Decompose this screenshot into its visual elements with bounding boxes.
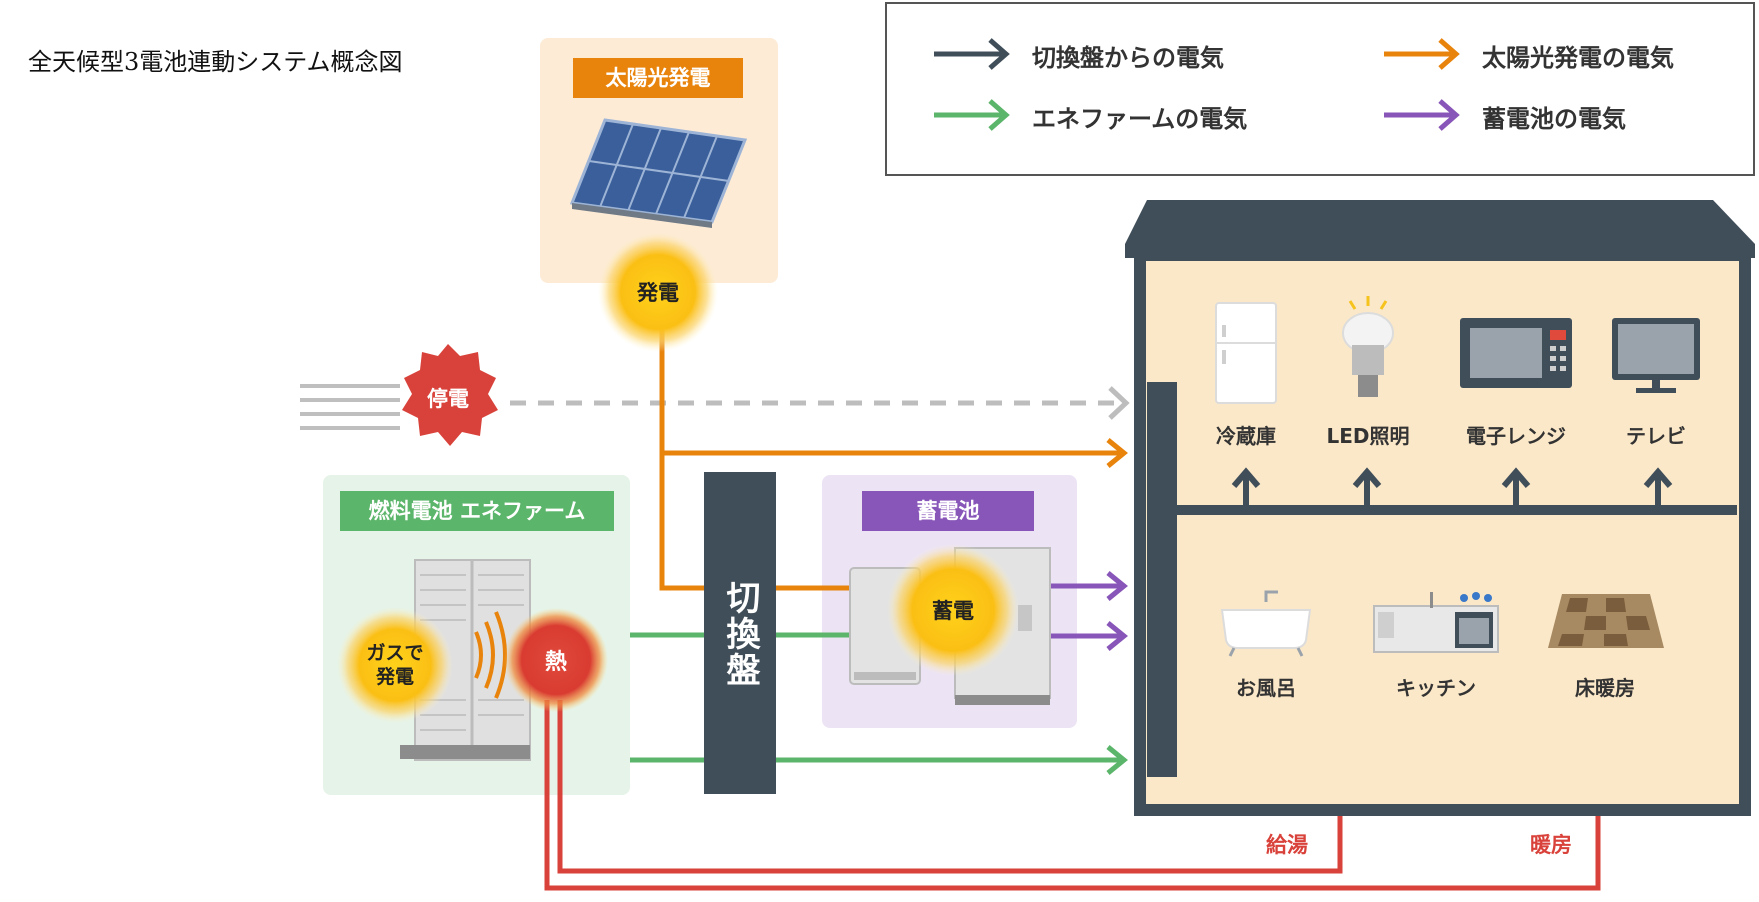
power-outage-icon [402,344,498,446]
bathtub-icon [1220,590,1312,657]
outage-arrowhead [1108,386,1130,420]
switchboard-label: 切換盤 [720,580,760,688]
legend-arrow-solar [1384,38,1460,70]
legend: 切換盤からの電気 太陽光発電の電気 エネファームの電気 蓄電池の電気 [885,2,1755,176]
room-label-microwave: 電子レンジ [1466,424,1566,448]
room-label-bath: お風呂 [1236,676,1296,700]
heat-badge [504,608,608,712]
room-label-kitchen: キッチン [1396,676,1476,700]
solar-panel-icon [569,118,748,228]
room-label-floor-heating: 床暖房 [1575,676,1635,700]
solar-generation-badge [598,232,718,352]
legend-label-grid: 切換盤からの電気 [1032,44,1224,72]
solar-generation-label: 発電 [637,281,679,305]
legend-arrow-enefarm [934,99,1010,131]
solar-label: 太陽光発電 [573,58,743,98]
battery-arrowhead-2 [1106,621,1128,651]
room-label-led: LED照明 [1326,424,1410,448]
tv-icon [1612,318,1700,393]
legend-label-solar: 太陽光発電の電気 [1482,44,1674,72]
room-label-refrigerator: 冷蔵庫 [1216,424,1276,448]
page-title: 全天候型3電池連動システム概念図 [28,48,403,76]
heating-label: 暖房 [1530,833,1572,857]
legend-arrow-grid [934,38,1010,70]
microwave-icon [1460,318,1572,388]
enefarm-to-house-arrowhead [1106,745,1128,775]
gas-generation-badge [337,607,453,723]
refrigerator-icon [1215,302,1277,404]
legend-arrow-battery [1384,99,1460,131]
power-outage-label: 停電 [427,387,469,411]
gas-generation-label: ガスで 発電 [366,642,424,688]
enefarm-label: 燃料電池 エネファーム [340,491,614,531]
hot-water-label: 給湯 [1266,833,1308,857]
legend-label-enefarm: エネファームの電気 [1032,105,1248,133]
battery-label: 蓄電池 [862,491,1034,531]
house [1125,200,1755,816]
led-bulb-icon [1342,296,1394,397]
battery-storage-badge [887,544,1019,676]
floor-heating-icon [1548,594,1664,648]
battery-arrowhead-1 [1106,571,1128,601]
room-label-tv: テレビ [1626,424,1686,448]
solar-to-house-arrowhead [1106,438,1128,468]
kitchen-icon [1373,592,1499,653]
utility-lines [300,384,400,430]
battery-storage-label: 蓄電 [932,599,974,623]
legend-label-battery: 蓄電池の電気 [1482,105,1626,133]
solar-flow-lines [659,330,1120,591]
switchboard [704,472,776,794]
heat-label: 熱 [544,650,567,675]
